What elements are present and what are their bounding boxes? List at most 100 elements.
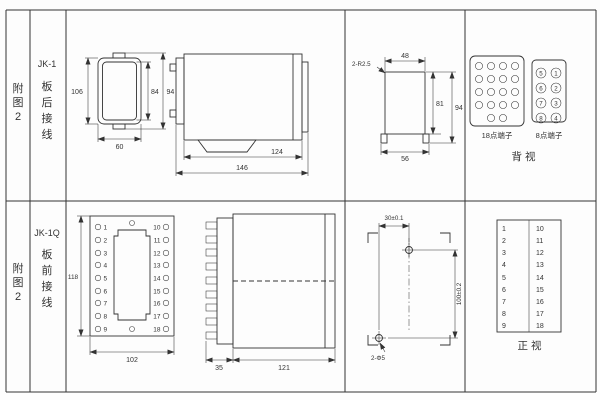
- table-num-right: 12: [536, 250, 544, 257]
- terminal-number-circles-8: [535, 67, 562, 124]
- table-num-left: 3: [502, 250, 506, 257]
- table-num-left: 2: [502, 238, 506, 245]
- terminal-num-right: 17: [153, 313, 161, 320]
- dim-inner-height-81: 81: [436, 101, 444, 108]
- wiring-label-top-char2: 后: [42, 96, 53, 109]
- table-num-right: 18: [536, 323, 544, 330]
- terminal-screws-18: [475, 62, 519, 122]
- terminal-num-right: 16: [153, 300, 161, 307]
- terminal8-num: 6: [539, 86, 543, 93]
- terminal-num-right: 12: [153, 250, 161, 257]
- table-num-left: 8: [502, 311, 506, 318]
- labels: 附 图 2 JK-1 板 后 接 线 106 84 94 60 124 146 …: [13, 53, 563, 372]
- jk1q-side-view: [205, 213, 336, 363]
- table-num-left: 5: [502, 275, 506, 282]
- terminal-num-left: 1: [104, 224, 108, 231]
- terminal-num-left: 2: [104, 237, 108, 244]
- dim-height-106: 106: [71, 89, 83, 96]
- terminal-num-right: 13: [153, 262, 161, 269]
- fig-label-bottom-char2: 图: [13, 276, 24, 289]
- table-num-right: 11: [536, 238, 543, 245]
- dim-inner-height-84: 84: [151, 89, 159, 96]
- dim-body-length-124: 124: [271, 149, 283, 156]
- front-view-label: 正视: [518, 339, 545, 352]
- fig-label-top-char2: 图: [13, 96, 24, 109]
- table-num-left: 6: [502, 287, 506, 294]
- terminal-num-left: 3: [104, 250, 108, 257]
- flange-screw-bottom: [169, 109, 177, 118]
- jk1-case-side-view: [169, 53, 309, 176]
- dim-tab-height-94: 94: [167, 89, 175, 96]
- model-label-jk1: JK-1: [38, 59, 57, 69]
- mount-hole-bottom: [129, 326, 135, 332]
- terminal-num-left: 9: [104, 326, 108, 333]
- table-num-left: 9: [502, 323, 506, 330]
- cutout-outline: [384, 71, 426, 135]
- mounting-flange: [175, 57, 185, 125]
- case-bottom-tab: [112, 123, 126, 130]
- linework: [5, 9, 597, 393]
- terminal8-num: 5: [539, 71, 543, 78]
- panel-corner-marks: [367, 232, 451, 346]
- terminal-num-right: 11: [154, 237, 161, 244]
- dim-lines: [175, 125, 309, 176]
- dim-width-102: 102: [126, 357, 138, 364]
- table-num-right: 10: [536, 226, 544, 233]
- terminal-num-left: 6: [104, 288, 108, 295]
- dim-hole-spec: 2-Φ5: [371, 355, 385, 362]
- terminal-num-right: 15: [153, 288, 161, 295]
- dim-total-length-146: 146: [236, 165, 248, 172]
- dim-terminal-depth-35: 35: [215, 365, 223, 372]
- rear-view-label: 背视: [512, 150, 539, 163]
- front-outline: [89, 215, 175, 337]
- mount-hole-top: [129, 220, 135, 226]
- terminal-num-right: 10: [153, 224, 161, 231]
- terminal8-num: 3: [554, 101, 558, 108]
- terminal-circles-right: [162, 223, 170, 333]
- terminal-num-left: 7: [104, 300, 108, 307]
- dim-total-height-94: 94: [455, 105, 463, 112]
- dim-lines: [85, 52, 166, 142]
- dim-lines: [77, 215, 175, 355]
- terminal-18-label: 18点端子: [482, 130, 513, 140]
- terminal-screws-side: [205, 221, 218, 340]
- wiring-label-bottom-char3: 接: [42, 280, 53, 293]
- terminal-num-right: 14: [153, 275, 161, 282]
- terminal-block-18-outline: [469, 55, 525, 127]
- case-outline: [97, 57, 142, 125]
- cutout-foot-left: [380, 133, 388, 144]
- terminal-8-label: 8点端子: [536, 130, 563, 140]
- case-top-tab: [112, 52, 126, 59]
- terminal-num-left: 5: [104, 275, 108, 282]
- terminal8-num: 1: [554, 71, 558, 78]
- fig-label-top-char3: 2: [15, 111, 21, 123]
- dim-top-width-48: 48: [401, 53, 409, 60]
- dim-corner-radius: 2-R2.5: [352, 61, 371, 68]
- cutout-foot-right: [422, 133, 430, 144]
- terminal-base: [197, 139, 257, 153]
- terminal-num-left: 4: [104, 262, 108, 269]
- jk1-case-front-view: [85, 52, 166, 142]
- flange-screw-top: [169, 63, 177, 72]
- plug-outline: [113, 229, 151, 321]
- table-num-right: 14: [536, 275, 544, 282]
- dim-lines: [205, 341, 336, 363]
- dim-height-118: 118: [68, 274, 79, 281]
- terminal-block-8-view: [531, 59, 567, 124]
- wiring-label-top-char1: 板: [42, 79, 53, 93]
- terminal-circles-left: [94, 223, 102, 333]
- jk1q-drill-template: [367, 223, 458, 353]
- wiring-label-bottom-char1: 板: [42, 247, 53, 261]
- table-num-right: 15: [536, 287, 544, 294]
- dim-body-depth-121: 121: [278, 365, 290, 372]
- terminal-block-8-outline: [531, 59, 567, 123]
- table-num-left: 7: [502, 299, 506, 306]
- fig-label-top-char1: 附: [13, 81, 24, 95]
- rear-lip: [301, 61, 309, 133]
- dim-hole-spacing-horizontal: 30±0.1: [385, 215, 404, 222]
- terminal-block-18-view: [469, 55, 525, 127]
- jk1q-front-view: [77, 215, 175, 355]
- dim-lines: [378, 223, 458, 353]
